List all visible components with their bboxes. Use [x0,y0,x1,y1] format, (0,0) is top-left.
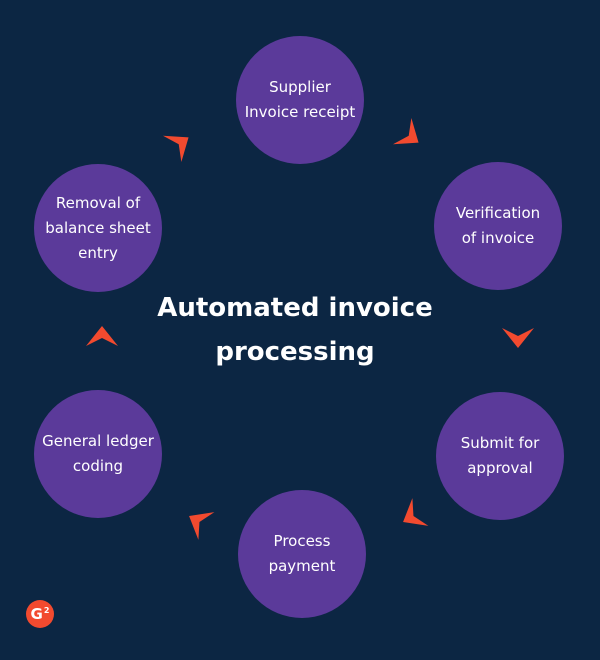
step-verification-of-invoice: Verification of invoice [434,162,562,290]
logo-letter: G [30,605,43,623]
arrow-step4-to-step5 [189,512,215,540]
title-line: Automated invoice [157,293,433,323]
step-label-line: balance sheet [45,218,151,237]
step-label-line: Removal of [55,193,141,212]
step-supplier-invoice-receipt: Supplier Invoice receipt [236,36,364,164]
step-general-ledger-coding: General ledger coding [34,390,162,518]
logo-superscript: 2 [43,605,50,615]
arrow-step6-to-step1 [162,135,189,162]
arrow-step3-to-step4 [403,498,429,526]
step-label-line: Invoice receipt [244,103,356,121]
step-label-line: Supplier [269,78,331,96]
step-label-line: coding [72,457,124,475]
step-process-payment: Process payment [238,490,366,618]
arrow-step5-to-step6 [86,326,118,346]
arrow-step1-to-step2 [392,118,419,145]
title-line: processing [215,337,375,367]
step-label-line: of invoice [461,229,535,247]
step-label-line: Submit for [460,434,540,452]
step-label-line: Process [273,532,331,550]
step-label-line: payment [268,557,336,575]
arrow-step2-to-step3 [502,328,534,348]
step-label-line: General ledger [42,432,154,450]
step-submit-for-approval: Submit for approval [436,392,564,520]
step-label-line: approval [467,459,533,477]
step-removal-of-balance-sheet-entry: Removal of balance sheet entry [34,164,162,292]
diagram-title: Automated invoice processing [130,286,460,374]
step-label-line: Verification [455,204,541,222]
step-label-line: entry [78,243,118,262]
